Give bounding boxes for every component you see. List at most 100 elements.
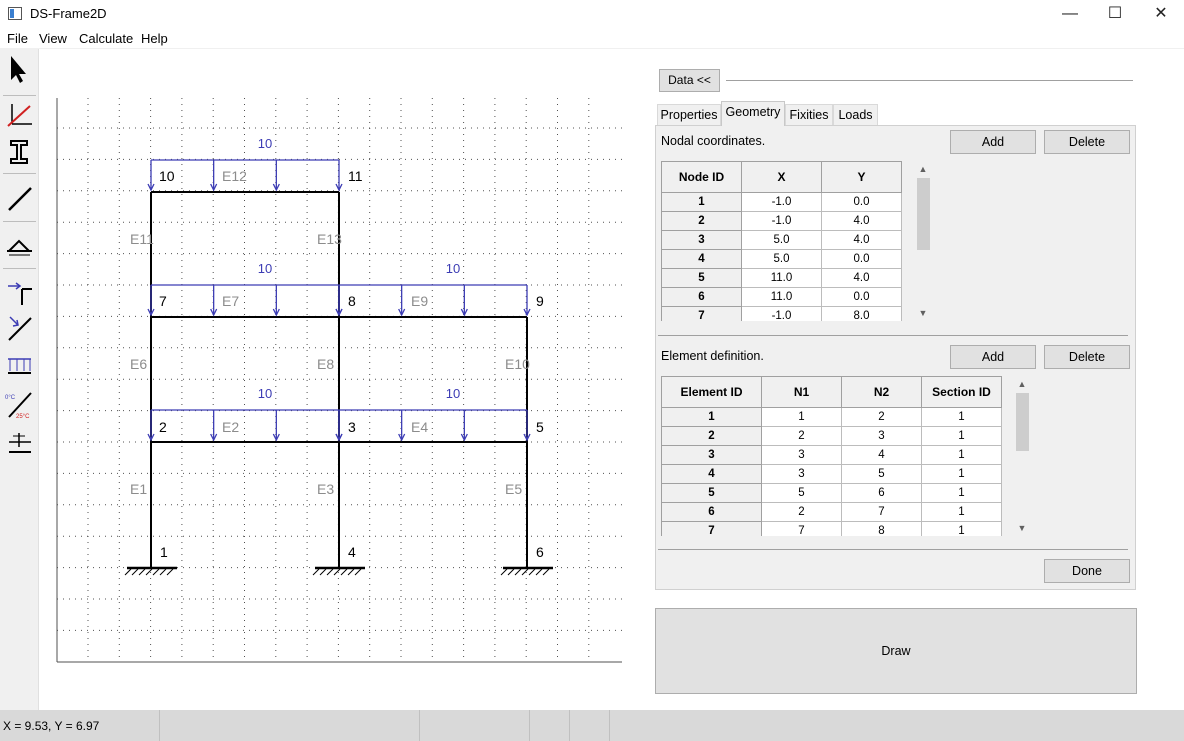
delete-element-button[interactable]: Delete	[1044, 345, 1130, 369]
table-cell[interactable]: 2	[841, 407, 922, 427]
row-header[interactable]: 1	[661, 407, 762, 427]
row-header[interactable]: 2	[661, 426, 762, 446]
col-header-n2[interactable]: N2	[841, 376, 922, 408]
table-cell[interactable]: 8.0	[821, 306, 902, 321]
menu-calculate[interactable]: Calculate	[79, 31, 134, 46]
table-cell[interactable]: 3	[841, 426, 922, 446]
scroll-up-icon[interactable]: ▲	[1017, 379, 1027, 389]
element-scrollbar[interactable]: ▲ ▼	[1014, 377, 1030, 537]
table-cell[interactable]: 1	[921, 502, 1002, 522]
done-button[interactable]: Done	[1044, 559, 1130, 583]
table-cell[interactable]: 11.0	[741, 268, 822, 288]
table-cell[interactable]: -1.0	[741, 306, 822, 321]
delete-node-button[interactable]: Delete	[1044, 130, 1130, 154]
scroll-up-icon[interactable]: ▲	[918, 164, 928, 174]
row-header[interactable]: 6	[661, 502, 762, 522]
add-node-button[interactable]: Add	[950, 130, 1036, 154]
table-cell[interactable]: 4.0	[821, 211, 902, 231]
pointer-icon[interactable]	[4, 52, 35, 86]
support-icon[interactable]	[4, 229, 35, 263]
tab-loads[interactable]: Loads	[833, 104, 878, 125]
close-button[interactable]: ✕	[1154, 5, 1168, 22]
row-header[interactable]: 5	[661, 483, 762, 503]
table-cell[interactable]: 1	[921, 445, 1002, 465]
table-cell[interactable]: 6	[841, 483, 922, 503]
draw-button[interactable]: Draw	[655, 608, 1137, 694]
table-cell[interactable]: 5.0	[741, 249, 822, 269]
table-cell[interactable]: 5.0	[741, 230, 822, 250]
tab-properties[interactable]: Properties	[657, 104, 721, 125]
table-cell[interactable]: 1	[921, 426, 1002, 446]
col-header-x[interactable]: X	[741, 161, 822, 193]
table-cell[interactable]: 7	[841, 502, 922, 522]
scroll-down-icon[interactable]: ▼	[918, 308, 928, 318]
scroll-thumb[interactable]	[1016, 393, 1029, 451]
data-toggle-button[interactable]: Data <<	[659, 69, 720, 92]
row-header[interactable]: 3	[661, 445, 762, 465]
hinge-icon[interactable]	[4, 425, 35, 459]
table-cell[interactable]: 3	[761, 464, 842, 484]
table-cell[interactable]: 5	[841, 464, 922, 484]
menu-view[interactable]: View	[39, 31, 67, 46]
element-load-icon[interactable]	[4, 311, 35, 345]
table-cell[interactable]: 7	[761, 521, 842, 536]
scroll-down-icon[interactable]: ▼	[1017, 523, 1027, 533]
row-header[interactable]: 4	[661, 249, 742, 269]
menu-help[interactable]: Help	[141, 31, 168, 46]
table-cell[interactable]: 1	[921, 483, 1002, 503]
col-header-y[interactable]: Y	[821, 161, 902, 193]
table-cell[interactable]: 0.0	[821, 249, 902, 269]
table-cell[interactable]: 8	[841, 521, 922, 536]
table-cell[interactable]: 4.0	[821, 268, 902, 288]
row-header[interactable]: 2	[661, 211, 742, 231]
table-cell[interactable]: 2	[761, 502, 842, 522]
section-icon[interactable]	[4, 135, 35, 169]
table-cell[interactable]: 1	[761, 407, 842, 427]
distributed-load-icon[interactable]	[4, 349, 35, 383]
col-header-section-id[interactable]: Section ID	[921, 376, 1002, 408]
axes-icon[interactable]	[4, 98, 35, 132]
scroll-thumb[interactable]	[917, 178, 930, 250]
col-header-n1[interactable]: N1	[761, 376, 842, 408]
row-header[interactable]: 5	[661, 268, 742, 288]
menu-file[interactable]: File	[7, 31, 28, 46]
minimize-button[interactable]: —	[1062, 5, 1078, 22]
col-header-element-id[interactable]: Element ID	[661, 376, 762, 408]
table-cell[interactable]: 1	[921, 464, 1002, 484]
row-header[interactable]: 7	[661, 521, 762, 536]
tab-fixities[interactable]: Fixities	[785, 104, 833, 125]
add-element-button[interactable]: Add	[950, 345, 1036, 369]
tab-geometry[interactable]: Geometry	[721, 101, 785, 126]
nodal-load-icon[interactable]	[4, 275, 35, 309]
nodal-scrollbar[interactable]: ▲ ▼	[915, 162, 931, 322]
element-line-icon[interactable]	[4, 182, 35, 216]
table-cell[interactable]: 3	[761, 445, 842, 465]
table-cell[interactable]: -1.0	[741, 211, 822, 231]
table-cell[interactable]: 1	[921, 407, 1002, 427]
row-header[interactable]: 3	[661, 230, 742, 250]
table-cell[interactable]: 11.0	[741, 287, 822, 307]
row-header[interactable]: 4	[661, 464, 762, 484]
row-header[interactable]: 6	[661, 287, 742, 307]
maximize-button[interactable]: ☐	[1107, 5, 1123, 22]
row-header[interactable]: 7	[661, 306, 742, 321]
table-cell[interactable]: 1	[921, 521, 1002, 536]
